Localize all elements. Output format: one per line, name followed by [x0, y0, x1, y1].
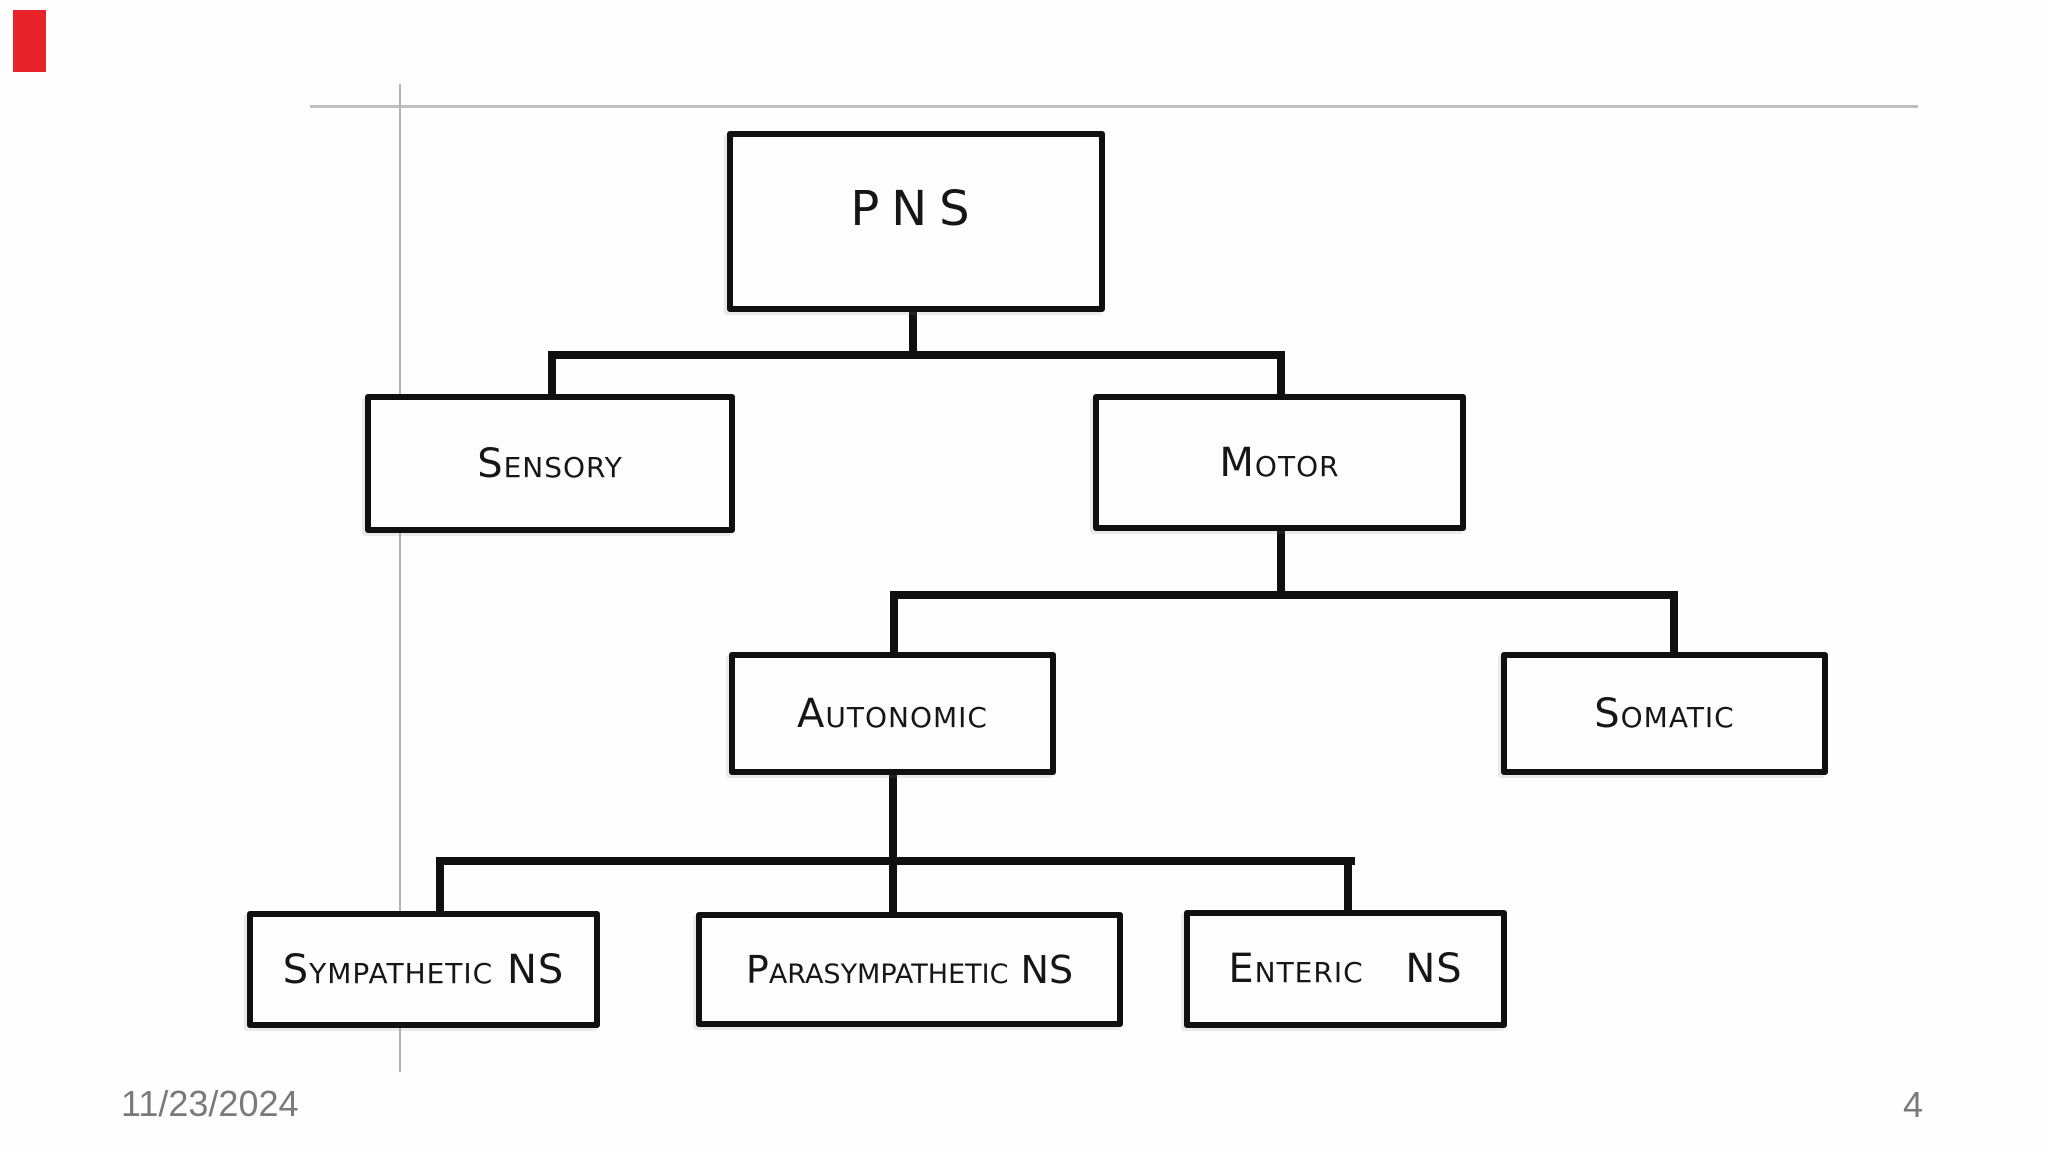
connector-pns-stem [909, 305, 917, 358]
vertical-guide-line [399, 84, 401, 1072]
node-label-parasympathetic-ns: Parasympathetic NS [745, 947, 1074, 992]
page-number: 4 [1903, 1084, 1924, 1125]
node-label-somatic: Somatic [1594, 690, 1735, 737]
diagram-node-motor: Motor [1093, 394, 1466, 531]
node-label-enteric-ns: Enteric NS [1228, 946, 1463, 992]
slide-date: 11/23/2024 [121, 1083, 299, 1124]
connector-level1-rail [548, 351, 1285, 359]
node-label-autonomic: Autonomic [797, 690, 988, 737]
horizontal-guide-line [310, 105, 1918, 108]
connector-level2-rail [890, 591, 1678, 599]
diagram-node-somatic: Somatic [1501, 652, 1828, 775]
red-slide-marker [13, 10, 46, 72]
node-label-sympathetic-ns: Sympathetic NS [282, 946, 565, 993]
diagram-node-autonomic: Autonomic [729, 652, 1056, 775]
diagram-node-sensory: Sensory [365, 394, 735, 533]
connector-autonomic-stem [889, 768, 897, 918]
connector-drop-enteric [1344, 857, 1352, 917]
diagram-node-pns: PNS [727, 131, 1105, 312]
node-label-sensory: Sensory [477, 440, 623, 487]
node-label-motor: Motor [1219, 439, 1340, 486]
connector-drop-autonomic [890, 591, 898, 659]
connector-motor-stem [1277, 524, 1285, 598]
diagram-node-sympathetic-ns: Sympathetic NS [247, 911, 600, 1028]
diagram-node-enteric-ns: Enteric NS [1184, 910, 1507, 1028]
connector-level3-rail [436, 857, 1355, 865]
connector-drop-motor [1277, 351, 1285, 401]
connector-drop-sensory [548, 351, 556, 401]
diagram-node-parasympathetic-ns: Parasympathetic NS [696, 912, 1123, 1027]
node-label-pns: PNS [850, 180, 982, 237]
connector-drop-somatic [1670, 591, 1678, 659]
connector-drop-sympathetic [436, 857, 444, 917]
